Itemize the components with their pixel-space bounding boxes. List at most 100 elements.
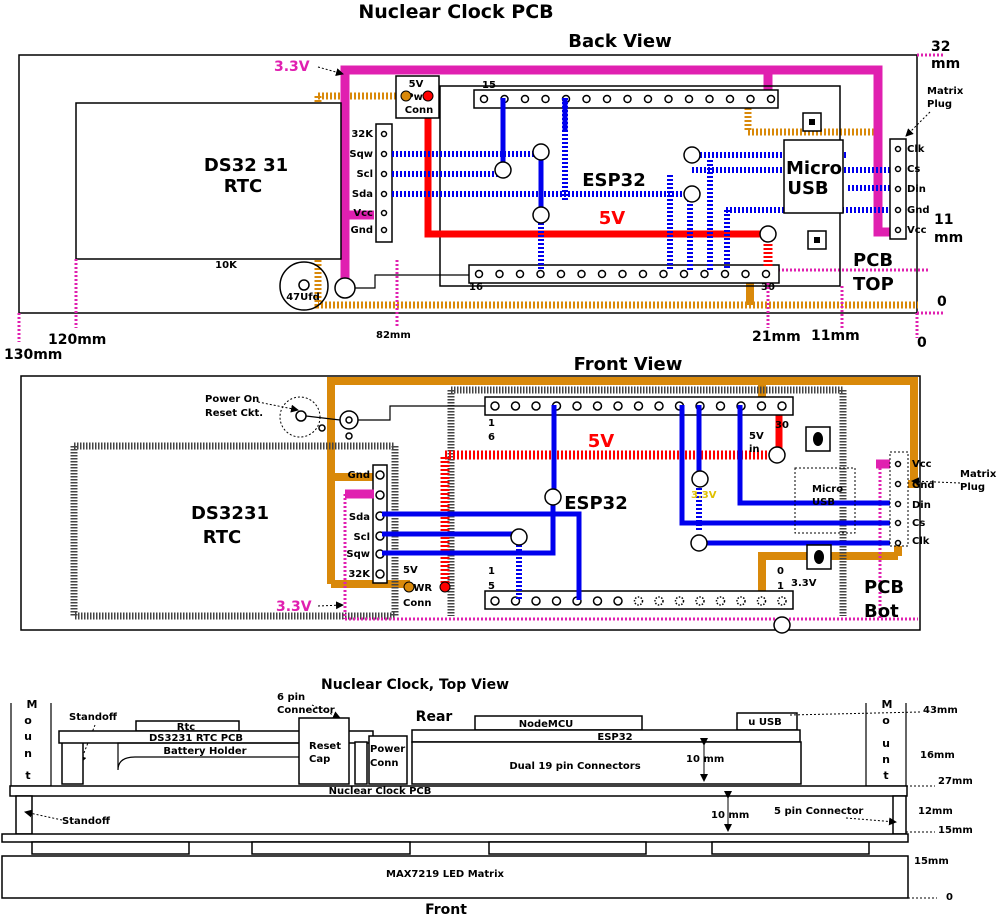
header-pin: [720, 269, 730, 279]
svg-text:6 pin: 6 pin: [277, 692, 305, 703]
svg-text:5 pin Connector: 5 pin Connector: [774, 806, 863, 817]
svg-text:ESP32: ESP32: [564, 493, 628, 514]
svg-text:TOP: TOP: [853, 274, 894, 295]
svg-text:Vcc: Vcc: [912, 459, 932, 470]
svg-text:Cap: Cap: [309, 754, 330, 765]
svg-text:15: 15: [482, 80, 496, 91]
svg-text:3.3V: 3.3V: [691, 490, 717, 501]
svg-text:32: 32: [931, 39, 950, 55]
svg-text:o: o: [24, 714, 32, 727]
svg-text:in: in: [749, 444, 760, 455]
front-gnd-trace: [327, 377, 918, 584]
svg-text:10 mm: 10 mm: [686, 754, 724, 765]
svg-text:RTC: RTC: [203, 527, 242, 548]
front-bot-pins: [490, 596, 787, 606]
header-pin: [715, 401, 726, 411]
svg-text:0: 0: [937, 294, 947, 310]
svg-text:0: 0: [777, 566, 784, 577]
svg-text:Scl: Scl: [356, 169, 373, 180]
svg-text:M: M: [27, 698, 38, 711]
header-pin: [674, 596, 685, 606]
svg-text:Bot: Bot: [864, 601, 899, 622]
header-pin: [541, 94, 550, 104]
svg-text:PCB: PCB: [864, 577, 904, 598]
svg-text:27mm: 27mm: [938, 776, 973, 787]
svg-text:o: o: [882, 714, 890, 727]
header-pin: [618, 269, 627, 279]
svg-text:Pwr: Pwr: [406, 92, 428, 103]
back-5v-label: 5V: [599, 208, 626, 229]
header-pin: [664, 94, 673, 104]
svg-text:ESP32: ESP32: [597, 732, 632, 743]
svg-text:5: 5: [488, 581, 495, 592]
header-pin: [705, 94, 714, 104]
header-pin: [638, 269, 648, 279]
back-capacitor: [279, 261, 329, 311]
svg-text:Clk: Clk: [912, 536, 930, 547]
header-pin: [613, 401, 623, 411]
svg-text:6: 6: [488, 432, 495, 443]
header-pin: [654, 401, 664, 411]
svg-text:Front: Front: [425, 902, 467, 918]
svg-text:Gnd: Gnd: [912, 480, 935, 491]
svg-text:0: 0: [946, 892, 953, 903]
back-dimensions: 32 mm 11 mm 0 0 130mm 120mm 82mm 21mm 11…: [4, 39, 963, 363]
header-pin: [490, 596, 500, 606]
svg-text:Vcc: Vcc: [353, 208, 373, 219]
svg-text:DS32 31: DS32 31: [204, 155, 288, 176]
svg-text:11mm: 11mm: [811, 328, 860, 344]
front-view: Front View DS3231 RTC Power On Reset Ckt…: [20, 354, 997, 634]
header-pin: [679, 269, 689, 279]
svg-text:u: u: [882, 737, 890, 750]
six-pin-connector: [298, 717, 350, 785]
header-pin: [490, 401, 500, 411]
back-matrix-pin-labels: Clk Cs Din Gnd Vcc: [907, 144, 930, 236]
svg-text:Clk: Clk: [907, 144, 925, 155]
svg-text:RTC: RTC: [224, 176, 263, 197]
header-pin: [592, 596, 603, 606]
svg-text:15mm: 15mm: [914, 856, 949, 867]
front-rtc-header: [372, 464, 388, 584]
svg-text:15mm: 15mm: [938, 825, 973, 836]
svg-text:120mm: 120mm: [48, 332, 106, 348]
header-pin: [582, 94, 591, 104]
svg-text:Cs: Cs: [912, 518, 925, 529]
back-view: Back View DS32 31 RTC 32K Sqw Scl Sda Vc…: [4, 31, 964, 363]
header-pin: [766, 94, 776, 104]
svg-text:Matrix: Matrix: [927, 86, 964, 97]
svg-text:n: n: [24, 747, 32, 760]
svg-text:43mm: 43mm: [923, 705, 958, 716]
header-pin: [700, 269, 709, 279]
svg-text:PCB: PCB: [853, 250, 893, 271]
header-pin: [756, 596, 767, 606]
header-pin: [592, 401, 603, 411]
svg-text:Standoff: Standoff: [62, 816, 111, 827]
svg-text:Rtc: Rtc: [177, 722, 195, 733]
svg-text:Dual 19 pin Connectors: Dual 19 pin Connectors: [509, 761, 640, 772]
svg-text:Sda: Sda: [352, 189, 373, 200]
svg-text:Conn: Conn: [405, 105, 433, 116]
header-pin: [602, 94, 612, 104]
back-view-title: Back View: [568, 31, 671, 52]
svg-text:Power: Power: [370, 744, 405, 755]
header-pin: [510, 401, 521, 411]
svg-text:Plug: Plug: [927, 99, 952, 110]
dual-19-pin-connectors: [411, 741, 802, 785]
front-board-outline: [20, 375, 921, 631]
svg-text:Sqw: Sqw: [346, 549, 370, 560]
header-pin: [531, 401, 541, 411]
back-esp32-label: ESP32: [582, 170, 646, 191]
back-rtc-header: [375, 123, 393, 243]
header-pin: [597, 269, 607, 279]
svg-text:0: 0: [917, 335, 927, 351]
header-pin: [695, 596, 705, 606]
nuclear-clock-pcb: [9, 785, 908, 797]
svg-text:Battery Holder: Battery Holder: [163, 746, 246, 757]
header-pin: [474, 269, 484, 279]
svg-text:Matrix: Matrix: [960, 469, 997, 480]
svg-text:M: M: [882, 698, 893, 711]
header-pin: [577, 269, 586, 279]
back-board-outline: [18, 54, 918, 314]
front-rtc-pin-labels: Gnd Vcc Sda Scl Sqw 32K: [346, 470, 371, 580]
